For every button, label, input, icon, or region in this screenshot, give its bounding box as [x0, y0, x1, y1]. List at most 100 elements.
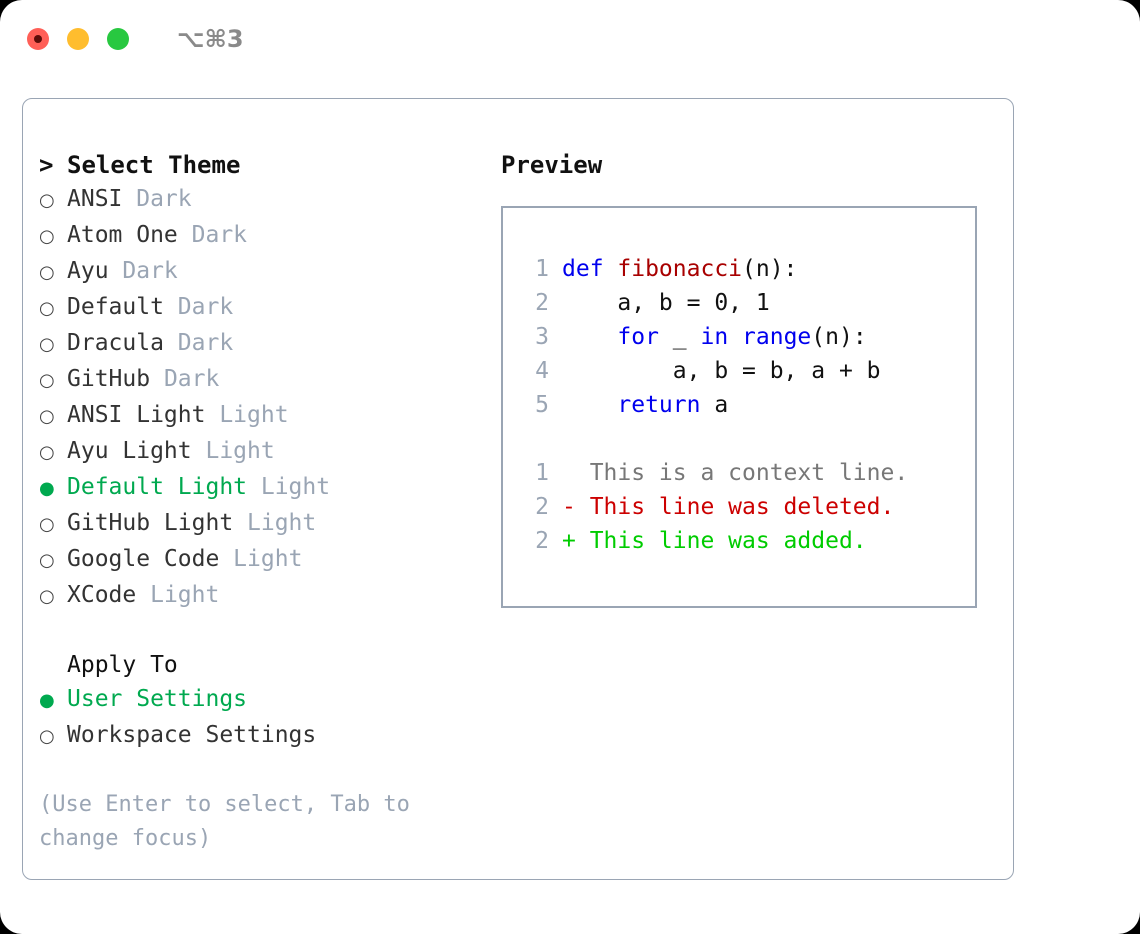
diff-line: 1 This is a context line.: [503, 456, 975, 490]
preview-title: Preview: [501, 151, 603, 179]
diff-line-number: 2: [535, 528, 549, 554]
theme-option-variant: Dark: [177, 222, 248, 248]
radio-unselected-icon: ○: [39, 726, 55, 747]
apply-to-option-label: Workspace Settings: [67, 722, 317, 748]
code-token-kw: range: [742, 324, 812, 350]
apply-to-label: Apply To: [39, 648, 489, 682]
theme-picker: >Select Theme ○ANSI Dark○Atom One Dark○A…: [39, 148, 489, 856]
code-token-plain: [562, 320, 617, 354]
apply-to-title: Apply To: [67, 652, 178, 678]
radio-unselected-icon: ○: [39, 514, 55, 535]
radio-unselected-icon: ○: [39, 226, 55, 247]
apply-to-option[interactable]: ○ Workspace Settings: [39, 718, 489, 754]
code-token-plain: [562, 388, 617, 422]
code-token-kw: return: [617, 392, 701, 418]
code-line: 3 for _ in range(n):: [503, 320, 975, 354]
theme-option-variant: Dark: [108, 258, 178, 284]
minimize-button[interactable]: [67, 28, 89, 50]
select-theme-title: Select Theme: [67, 151, 241, 179]
keyboard-hint: (Use Enter to select, Tab to change focu…: [39, 792, 410, 851]
code-token-plain: a: [700, 392, 729, 418]
theme-option[interactable]: ○ XCode Light: [39, 578, 489, 614]
theme-option-label: GitHub Light: [67, 510, 234, 536]
theme-option-variant: Dark: [163, 330, 234, 356]
code-token-fn: fibonacci: [617, 256, 743, 282]
dialog-panel: >Select Theme ○ANSI Dark○Atom One Dark○A…: [22, 98, 1014, 880]
code-line-number: 3: [535, 324, 549, 350]
radio-unselected-icon: ○: [39, 370, 55, 391]
close-button[interactable]: [27, 28, 49, 50]
theme-option-label: Default Light: [67, 474, 248, 500]
maximize-button[interactable]: [107, 28, 129, 50]
theme-option-label: ANSI Light: [67, 402, 206, 428]
code-token-plain: a, b = 0, 1: [562, 290, 770, 316]
radio-unselected-icon: ○: [39, 586, 55, 607]
theme-option-variant: Light: [205, 402, 289, 428]
theme-option[interactable]: ○Ayu Light Light: [39, 434, 489, 470]
apply-to-option[interactable]: ● User Settings: [39, 682, 489, 718]
theme-option-label: Google Code: [67, 546, 220, 572]
theme-option[interactable]: ○ ANSI Light Light: [39, 398, 489, 434]
code-line-number: 4: [535, 358, 549, 384]
theme-option[interactable]: ○ ANSI Dark: [39, 182, 489, 218]
theme-option-variant: Dark: [122, 186, 192, 212]
code-line-number: 5: [535, 392, 549, 418]
radio-unselected-icon: ○: [39, 406, 55, 427]
theme-option-label: XCode: [67, 582, 137, 608]
theme-option-variant: Light: [191, 438, 275, 464]
theme-option-variant: Dark: [150, 366, 220, 392]
diff-line-number: 1: [535, 460, 549, 486]
theme-option[interactable]: ○Dracula Dark: [39, 326, 489, 362]
diff-line: 2 + This line was added.: [503, 524, 975, 558]
caret-icon: >: [39, 151, 54, 179]
theme-option-label: GitHub: [67, 366, 151, 392]
code-token-plain: (n):: [811, 324, 867, 350]
theme-option-variant: Light: [219, 546, 303, 572]
theme-option[interactable]: ○ Google Code Light: [39, 542, 489, 578]
diff-line-number: 2: [535, 494, 549, 520]
diff-line-text-del: - This line was deleted.: [562, 494, 895, 520]
radio-unselected-icon: ○: [39, 550, 55, 571]
code-line: 4 a, b = b, a + b: [503, 354, 975, 388]
radio-unselected-icon: ○: [39, 334, 55, 355]
code-diff-spacer: [503, 422, 975, 456]
theme-option-variant: Light: [233, 510, 317, 536]
window-controls: [27, 28, 129, 50]
radio-unselected-icon: ○: [39, 190, 55, 211]
theme-option-variant: Dark: [163, 294, 234, 320]
theme-option-label: Ayu: [67, 258, 109, 284]
code-token-plain: (n):: [742, 256, 798, 282]
theme-option[interactable]: ○ GitHub Dark: [39, 362, 489, 398]
apply-to-indent: [39, 648, 67, 682]
code-token-plain: [728, 320, 742, 354]
theme-option[interactable]: ○ Default Dark: [39, 290, 489, 326]
select-theme-header: > Select Theme: [39, 148, 489, 182]
apply-to-option-label: User Settings: [67, 686, 248, 712]
code-token-plain: a, b = b, a + b: [562, 358, 881, 384]
diff-line-text-context: This is a context line.: [562, 460, 909, 486]
theme-option[interactable]: ●Default Light Light: [39, 470, 489, 506]
theme-option-variant: Light: [136, 582, 220, 608]
list-spacer: [39, 614, 489, 648]
radio-selected-icon: ●: [39, 690, 55, 711]
code-line-number: 1: [535, 256, 549, 282]
theme-option[interactable]: ○ GitHub Light Light: [39, 506, 489, 542]
theme-option-label: Ayu Light: [67, 438, 192, 464]
close-icon: [34, 35, 42, 43]
theme-option-label: ANSI: [67, 186, 123, 212]
theme-option-variant: Light: [247, 474, 331, 500]
title-bar: ⌥⌘3: [0, 0, 1140, 78]
diff-line-text-add: + This line was added.: [562, 528, 867, 554]
keyboard-shortcut-label: ⌥⌘3: [177, 25, 244, 53]
radio-unselected-icon: ○: [39, 298, 55, 319]
theme-option[interactable]: ○ Atom One Dark: [39, 218, 489, 254]
theme-option[interactable]: ○Ayu Dark: [39, 254, 489, 290]
apply-to-list: ● User Settings ○ Workspace Settings: [39, 682, 489, 754]
theme-option-label: Default: [67, 294, 164, 320]
theme-option-label: Atom One: [67, 222, 178, 248]
code-token-kw: in: [700, 324, 729, 350]
